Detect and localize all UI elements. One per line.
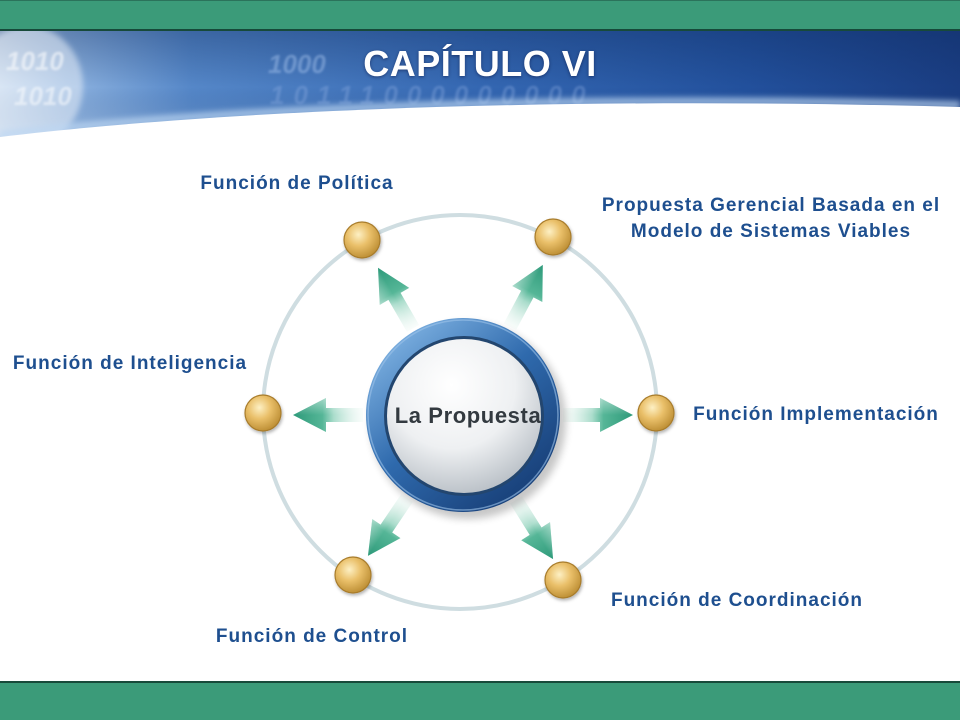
hub <box>366 318 566 519</box>
arrow-highlight <box>293 398 363 432</box>
hub-rim <box>367 319 559 511</box>
banner-digits: 1010 <box>6 46 64 76</box>
arrow-coordinacion <box>510 496 554 560</box>
arrow-inteligencia <box>293 398 363 432</box>
arrow-implementacion <box>563 398 633 432</box>
banner-curve-glow <box>0 97 960 139</box>
node-implementacion <box>637 394 675 432</box>
banner-hand-glow <box>0 31 83 143</box>
label-politica: Función de Política <box>200 173 394 194</box>
label-propuesta-line1: Propuesta Gerencial Basada en el <box>601 195 941 216</box>
slide-title: CAPÍTULO VI <box>363 43 597 84</box>
arrow-highlight <box>563 398 633 432</box>
banner-white-curve <box>0 103 960 143</box>
label-propuesta: Propuesta Gerencial Basada en el Modelo … <box>602 193 940 245</box>
arrow-highlight <box>367 493 413 556</box>
node-control <box>334 556 372 594</box>
bottom-bar <box>0 681 960 720</box>
label-implementacion: Función Implementación <box>693 404 939 425</box>
label-propuesta-line2: Modelo de Sistemas Viables <box>630 221 912 242</box>
arrow-propuesta <box>503 264 543 330</box>
header-banner-art: 1010 1010 1000 10111000000000 <box>0 31 960 143</box>
label-coordinacion: Función de Coordinación <box>610 590 864 611</box>
header-banner: 1010 1010 1000 10111000000000 <box>0 31 960 143</box>
label-control: Función de Control <box>215 626 409 647</box>
top-bar <box>0 0 960 31</box>
center-label: La Propuesta <box>394 403 542 428</box>
arrow-highlight <box>378 267 420 332</box>
arrow-control <box>367 493 413 556</box>
node-inteligencia <box>244 394 282 432</box>
arrow-politica <box>378 267 420 332</box>
arrow-highlight <box>510 496 554 560</box>
banner-digits: 1010 <box>14 81 72 111</box>
arrow-highlight <box>503 264 543 330</box>
node-coordinacion <box>544 561 582 599</box>
label-inteligencia: Función de Inteligencia <box>12 353 248 374</box>
node-politica <box>343 221 381 259</box>
hub-inner-disc <box>387 339 541 493</box>
banner-digits: 1000 <box>268 49 326 79</box>
node-propuesta <box>534 218 572 256</box>
